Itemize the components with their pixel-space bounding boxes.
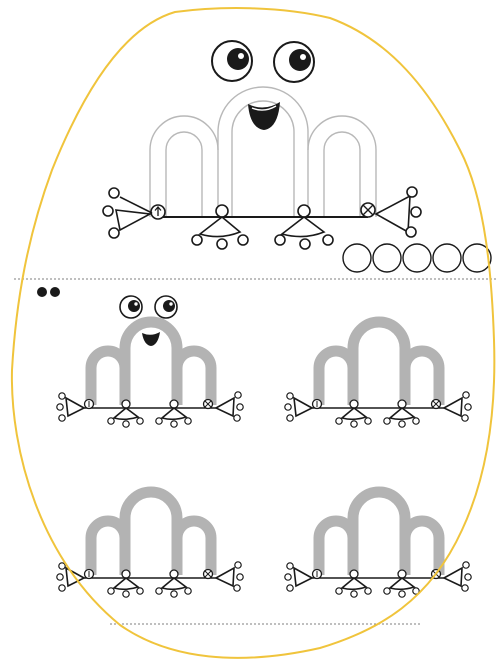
practice-circle (402, 243, 432, 273)
practice-monster (56, 486, 244, 598)
joint (397, 569, 407, 579)
practice-grid (56, 316, 472, 598)
practice-circle (342, 243, 372, 273)
practice-circles (342, 243, 492, 273)
left-foot (191, 215, 249, 250)
trace-right-arch (171, 515, 217, 575)
arrow-up-icon (150, 204, 166, 220)
right-hand (442, 566, 463, 588)
left-foot (112, 406, 140, 421)
trace-center-arch (347, 486, 411, 575)
practice-circle (462, 243, 492, 273)
difficulty-dot (37, 287, 47, 297)
joint (121, 399, 131, 409)
practice-circle (372, 243, 402, 273)
left-hand (65, 396, 86, 418)
right-foot (160, 576, 188, 591)
left-hand (293, 396, 314, 418)
left-hand (65, 566, 86, 588)
right-foot (388, 576, 416, 591)
trace-center-arch (119, 486, 183, 575)
left-eye (211, 40, 253, 82)
left-foot (340, 576, 368, 591)
circle-x-icon (360, 202, 376, 218)
right-hand (374, 186, 422, 238)
practice-monster (284, 316, 472, 428)
trace-center-arch (119, 316, 183, 405)
difficulty-dot (50, 287, 60, 297)
left-hand (293, 566, 314, 588)
main-monster (102, 40, 422, 250)
practice-monster (56, 316, 244, 428)
right-hand (442, 396, 463, 418)
practice-circle (432, 243, 462, 273)
trace-arches (149, 86, 377, 217)
practice-monster (284, 486, 472, 598)
right-hand (214, 566, 235, 588)
right-foot (160, 406, 188, 421)
left-hand (102, 187, 153, 239)
left-foot (340, 406, 368, 421)
right-foot (388, 406, 416, 421)
trace-right-arch (171, 345, 217, 405)
trace-center-arch (347, 316, 411, 405)
practice-eyes (119, 295, 178, 346)
right-foot (274, 215, 334, 250)
right-eye (273, 41, 315, 83)
trace-right-arch (399, 345, 445, 405)
joint (397, 399, 407, 409)
joint (169, 569, 179, 579)
trace-right-arch (399, 515, 445, 575)
difficulty-dots (37, 287, 60, 297)
left-foot (112, 576, 140, 591)
joint (349, 399, 359, 409)
joint (169, 399, 179, 409)
joint (121, 569, 131, 579)
right-hand (214, 396, 235, 418)
joint (349, 569, 359, 579)
egg-outline (10, 7, 496, 659)
